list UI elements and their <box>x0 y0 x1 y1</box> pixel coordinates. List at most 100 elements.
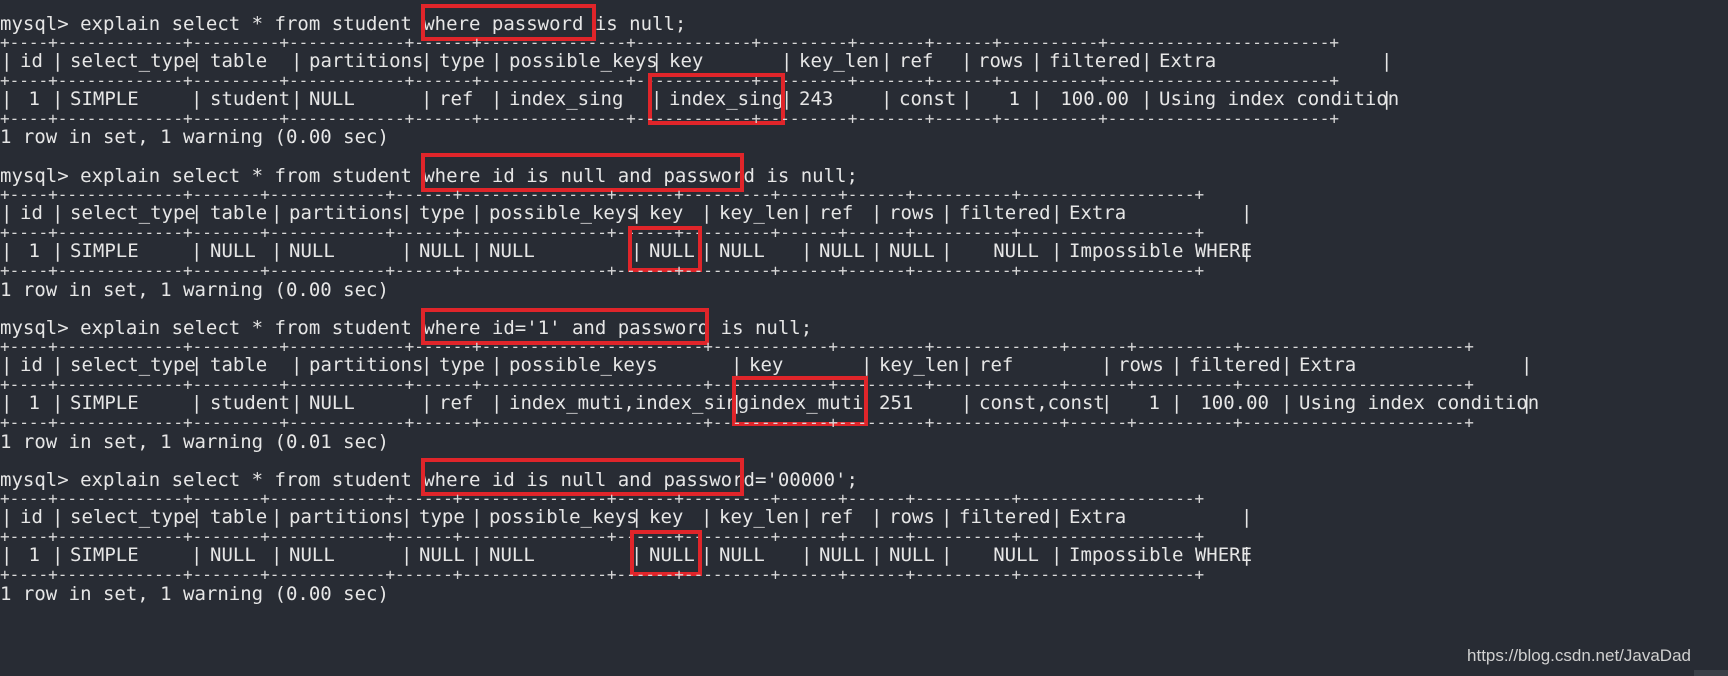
column-separator: | <box>941 240 953 262</box>
cell-rows: 1 <box>1148 392 1160 414</box>
sql-head: explain select * from student where <box>80 13 492 35</box>
column-separator: | <box>881 88 893 110</box>
table-3-mid-border: +----+-------------+---------+----------… <box>0 375 1474 394</box>
column-separator: | <box>421 88 433 110</box>
column-separator: | <box>1281 392 1293 414</box>
column-separator: | <box>421 392 433 414</box>
cell-extra: Impossible WHERE <box>1069 544 1253 566</box>
header-cell: id <box>20 202 43 224</box>
header-cell: key_len <box>799 50 880 72</box>
cell-select-type: SIMPLE <box>70 392 139 414</box>
cell-key: NULL <box>649 240 695 262</box>
column-separator: | <box>1281 354 1293 376</box>
cell-key-len: NULL <box>719 240 765 262</box>
header-cell: type <box>439 354 485 376</box>
query-2-command: mysql> explain select * from student whe… <box>0 163 858 189</box>
column-separator: | <box>271 544 283 566</box>
sql-head: explain select * from student where <box>80 469 492 491</box>
header-cell: possible_keys <box>489 506 638 528</box>
column-separator: | <box>701 506 713 528</box>
cell-possible-keys: NULL <box>489 544 535 566</box>
cell-filtered: NULL <box>993 544 1039 566</box>
column-separator: | <box>1381 50 1393 72</box>
column-separator: | <box>421 354 433 376</box>
cell-select-type: SIMPLE <box>70 544 139 566</box>
column-separator: | <box>1031 50 1043 72</box>
cell-filtered: NULL <box>993 240 1039 262</box>
column-separator: | <box>491 392 503 414</box>
cell-type: ref <box>439 88 474 110</box>
cell-id: 1 <box>28 240 40 262</box>
cell-key-len: NULL <box>719 544 765 566</box>
cell-partitions: NULL <box>289 240 335 262</box>
cell-partitions: NULL <box>289 544 335 566</box>
table-1-top-border: +----+-------------+---------+----------… <box>0 33 1339 52</box>
header-cell: key_len <box>879 354 960 376</box>
header-cell: table <box>210 50 268 72</box>
query-3-command: mysql> explain select * from student whe… <box>0 315 812 341</box>
cell-select-type: SIMPLE <box>70 88 139 110</box>
query-1-result: 1 row in set, 1 warning (0.00 sec) <box>0 126 389 148</box>
column-separator: | <box>491 88 503 110</box>
cell-extra: Using index condition <box>1299 392 1540 414</box>
cell-key-len: 243 <box>799 88 834 110</box>
table-2-top-border: +----+-------------+-------+------------… <box>0 185 1205 204</box>
table-4-bottom-border: +----+-------------+-------+------------… <box>0 565 1205 584</box>
column-separator: | <box>52 506 64 528</box>
cell-key: NULL <box>649 544 695 566</box>
cell-partitions: NULL <box>309 392 355 414</box>
column-separator: | <box>52 354 64 376</box>
header-cell: table <box>210 354 268 376</box>
column-separator: | <box>401 544 413 566</box>
corner-mark <box>1694 670 1728 676</box>
column-separator: | <box>271 202 283 224</box>
column-separator: | <box>1051 506 1063 528</box>
header-cell: Extra <box>1159 50 1217 72</box>
header-cell: rows <box>1118 354 1164 376</box>
column-separator: | <box>401 506 413 528</box>
column-separator: | <box>1 88 13 110</box>
header-cell: select_type <box>70 506 196 528</box>
column-separator: | <box>471 240 483 262</box>
column-separator: | <box>291 50 303 72</box>
query-4-result: 1 row in set, 1 warning (0.00 sec) <box>0 583 389 605</box>
header-cell: key_len <box>719 202 800 224</box>
column-separator: | <box>1 392 13 414</box>
column-separator: | <box>631 202 643 224</box>
column-separator: | <box>1 506 13 528</box>
column-separator: | <box>1 240 13 262</box>
column-separator: | <box>651 88 663 110</box>
column-separator: | <box>291 354 303 376</box>
header-cell: id <box>20 354 43 376</box>
column-separator: | <box>291 392 303 414</box>
column-separator: | <box>1241 506 1253 528</box>
header-cell: key <box>749 354 784 376</box>
header-cell: partitions <box>309 50 424 72</box>
header-cell: rows <box>978 50 1024 72</box>
table-4-mid-border: +----+-------------+-------+------------… <box>0 527 1205 546</box>
column-separator: | <box>1051 240 1063 262</box>
column-separator: | <box>471 506 483 528</box>
cell-key-len: 251 <box>879 392 914 414</box>
column-separator: | <box>52 202 64 224</box>
sql-terminator: ; <box>674 13 687 35</box>
cell-possible-keys: NULL <box>489 240 535 262</box>
cell-type: NULL <box>419 240 465 262</box>
header-cell: Extra <box>1069 506 1127 528</box>
column-separator: | <box>52 88 64 110</box>
column-separator: | <box>401 240 413 262</box>
column-separator: | <box>961 50 973 72</box>
column-separator: | <box>291 88 303 110</box>
watermark: https://blog.csdn.net/JavaDad <box>1467 646 1691 665</box>
cell-table: student <box>210 88 291 110</box>
table-1-mid-border: +----+-------------+---------+----------… <box>0 71 1339 90</box>
cell-filtered: 100.00 <box>1060 88 1129 110</box>
header-cell: filtered <box>959 506 1051 528</box>
header-cell: select_type <box>70 354 196 376</box>
header-cell: possible_keys <box>489 202 638 224</box>
query-4-command: mysql> explain select * from student whe… <box>0 467 858 493</box>
sql-terminator: ; <box>800 317 813 339</box>
column-separator: | <box>631 240 643 262</box>
header-cell: key <box>649 202 684 224</box>
